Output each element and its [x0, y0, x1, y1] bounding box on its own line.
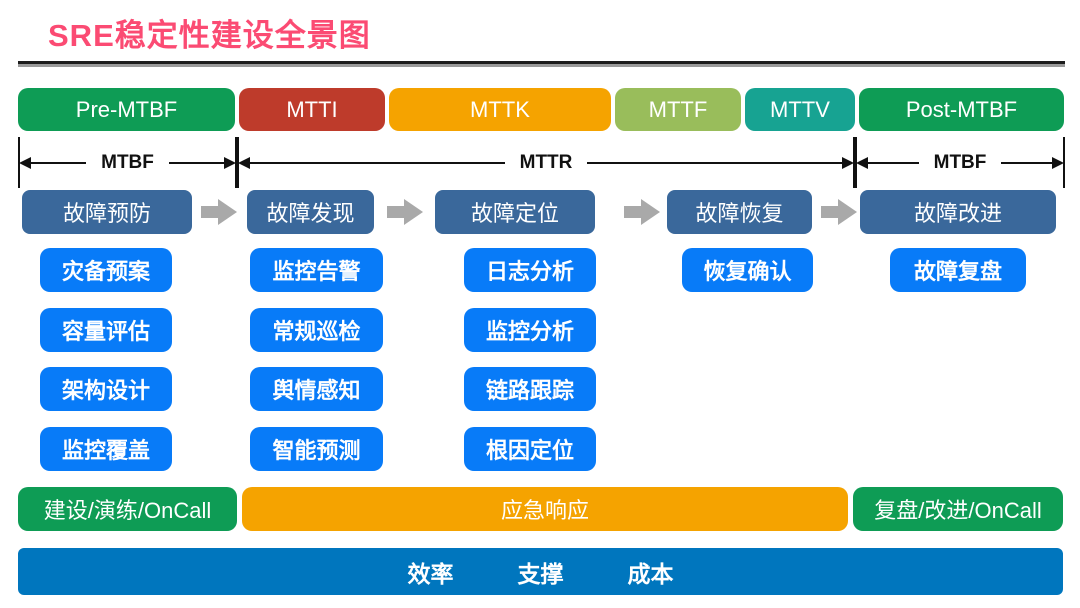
- task-box: 常规巡检: [250, 308, 383, 352]
- flow-arrow-icon: [624, 199, 660, 225]
- arrow-left-icon: [240, 161, 505, 164]
- arrow-right-icon: [1001, 161, 1063, 164]
- stage-fault-locating: 故障定位: [435, 190, 595, 234]
- stage-fault-recovery: 故障恢复: [667, 190, 812, 234]
- measure-boundary-line: [1063, 137, 1065, 188]
- phase-bar-mttv: MTTV: [745, 88, 855, 131]
- flow-arrow-icon: [387, 199, 423, 225]
- phase-bar-mttf: MTTF: [615, 88, 741, 131]
- flow-arrow-icon: [821, 199, 857, 225]
- task-box: 恢复确认: [682, 248, 813, 292]
- footer-item-support: 支撑: [517, 560, 564, 587]
- title-divider: [18, 61, 1065, 64]
- page-title: SRE稳定性建设全景图: [48, 18, 371, 53]
- footer-bar: 效率 支撑 成本: [18, 548, 1063, 595]
- stage-fault-improvement: 故障改进: [860, 190, 1056, 234]
- measure-boundary-line: [853, 137, 855, 188]
- stage-fault-discovery: 故障发现: [247, 190, 374, 234]
- measure-boundary-line: [235, 137, 237, 188]
- stage-fault-prevention: 故障预防: [22, 190, 192, 234]
- phase-bar-pre-mtbf: Pre-MTBF: [18, 88, 235, 131]
- task-box: 监控覆盖: [40, 427, 172, 471]
- task-box: 故障复盘: [890, 248, 1026, 292]
- measure-label: MTBF: [933, 151, 987, 173]
- arrow-left-icon: [21, 161, 87, 164]
- band-review-improve-oncall: 复盘/改进/OnCall: [853, 487, 1063, 531]
- measure-span-mttr: MTTR: [237, 137, 855, 188]
- measure-label: MTTR: [519, 151, 573, 173]
- band-build-drill-oncall: 建设/演练/OnCall: [18, 487, 237, 531]
- task-box: 架构设计: [40, 367, 172, 411]
- arrow-left-icon: [858, 161, 919, 164]
- measure-span-mtbf-right: MTBF: [855, 137, 1065, 188]
- task-box: 监控分析: [464, 308, 596, 352]
- task-box: 容量评估: [40, 308, 172, 352]
- task-box: 根因定位: [464, 427, 596, 471]
- task-box: 舆情感知: [250, 367, 383, 411]
- phase-bar-post-mtbf: Post-MTBF: [859, 88, 1064, 131]
- task-box: 监控告警: [250, 248, 383, 292]
- flow-arrow-icon: [201, 199, 237, 225]
- measure-span-mtbf-left: MTBF: [18, 137, 237, 188]
- arrow-right-icon: [168, 161, 235, 164]
- task-box: 智能预测: [250, 427, 383, 471]
- task-box: 灾备预案: [40, 248, 172, 292]
- footer-item-efficiency: 效率: [407, 560, 454, 587]
- task-box: 链路跟踪: [464, 367, 596, 411]
- arrow-right-icon: [587, 161, 853, 164]
- phase-bar-mttk: MTTK: [389, 88, 611, 131]
- measure-label: MTBF: [101, 151, 154, 173]
- footer-item-cost: 成本: [627, 560, 674, 587]
- phase-bar-mtti: MTTI: [239, 88, 385, 131]
- band-emergency-response: 应急响应: [242, 487, 848, 531]
- task-box: 日志分析: [464, 248, 596, 292]
